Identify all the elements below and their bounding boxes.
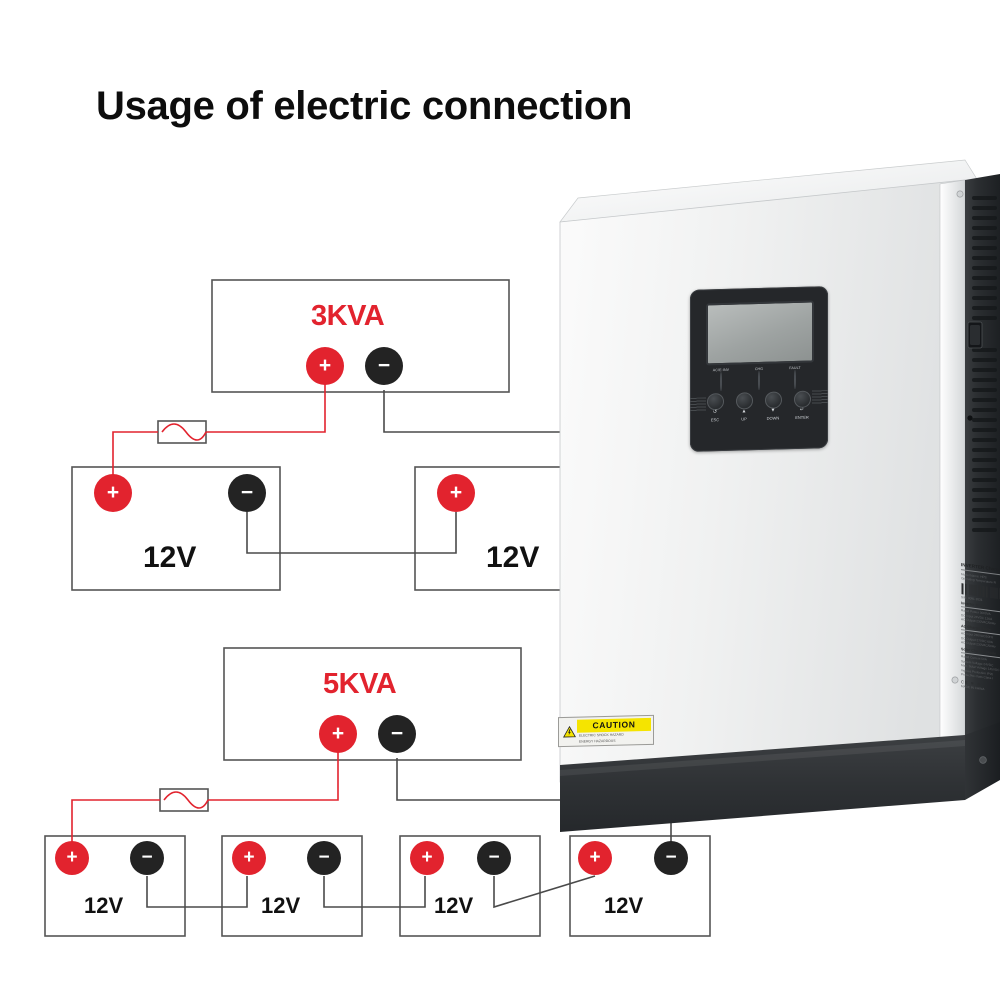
battery-5kva-3-label: 12V [434,893,474,918]
inverter-positive-terminal-3kva[interactable]: + [306,347,344,385]
down-button[interactable]: ▼ DOWN [760,391,786,421]
fuse-wave-3kva [161,423,207,441]
battery-5kva-4-negative-terminal[interactable]: − [654,841,688,875]
side-port [967,415,973,421]
battery-5kva-2-negative-terminal[interactable]: − [307,841,341,875]
inverter-negative-terminal-3kva[interactable]: − [365,347,403,385]
minus-icon: − [390,721,404,745]
arrow-up-icon: ▲ [741,408,747,415]
battery-3kva-1-label: 12V [143,541,197,574]
battery-5kva-3-positive-terminal[interactable]: + [410,841,444,875]
inverter-label-5kva: 5KVA [323,668,397,700]
plus-icon: + [106,480,120,504]
battery-3kva-1-positive-terminal[interactable]: + [94,474,132,512]
screw-bottom [951,676,959,684]
warning-triangle-icon [561,720,577,744]
enter-button-knob[interactable] [793,390,811,409]
wire-5kva-series-link-3 [493,875,596,909]
led-chg: CHG [742,367,776,391]
battery-3kva-2-positive-terminal[interactable]: + [437,474,475,512]
minus-icon: − [665,846,677,868]
plus-icon: + [331,721,345,745]
inverter-base-front [560,735,965,832]
esc-button[interactable]: ↺ ESC [702,392,728,423]
wire-3kva-pos-to-fuse [206,366,326,433]
spec-label: INVERTER Charger Model Name: HPS Operati… [961,562,1000,783]
plus-icon: + [421,846,433,868]
led-chg-dot [758,370,760,390]
battery-5kva-1-positive-terminal[interactable]: + [55,841,89,875]
plus-icon: + [243,846,255,868]
battery-5kva-2-positive-terminal[interactable]: + [232,841,266,875]
led-ac-inv: AC/E-INV [704,368,738,392]
battery-5kva-3-negative-terminal[interactable]: − [477,841,511,875]
power-esc-icon: ↺ [712,409,718,416]
battery-5kva-2-label: 12V [261,893,301,918]
inverter-positive-terminal-5kva[interactable]: + [319,715,357,753]
led-fault: FAULT [778,366,812,390]
caution-line-2: ENERGY HAZARDOUS [579,738,616,744]
minus-icon: − [141,846,153,868]
fuse-body-3kva [157,420,207,444]
battery-5kva-1-negative-terminal[interactable]: − [130,841,164,875]
fuse-wave-5kva [163,791,209,809]
enter-button[interactable]: ↵ ENTER [789,390,815,420]
page-title: Usage of electric connection [96,84,633,128]
up-button[interactable]: ▲ UP [731,392,757,422]
plus-icon: + [449,480,463,504]
battery-3kva-2-label: 12V [486,541,540,574]
inverter-label-3kva: 3KVA [311,300,385,332]
minus-icon: − [240,480,254,504]
inverter-front-face [559,179,966,783]
fuse-body-5kva [159,788,209,812]
wire-3kva-series-link [246,512,457,554]
battery-3kva-1-negative-terminal[interactable]: − [228,474,266,512]
esc-button-knob[interactable] [706,392,724,411]
base-screw [979,756,987,764]
inverter-negative-terminal-5kva[interactable]: − [378,715,416,753]
minus-icon: − [488,846,500,868]
battery-5kva-1-label: 12V [84,893,124,918]
arrow-down-icon: ▼ [770,407,776,414]
led-ac-inv-dot [720,371,722,391]
plus-icon: + [66,846,78,868]
caution-text: CAUTION ELECTRIC SHOCK HAZARD ENERGY HAZ… [577,717,651,744]
battery-5kva-4-positive-terminal[interactable]: + [578,841,612,875]
up-button-knob[interactable] [735,392,753,410]
enter-arrow-icon: ↵ [799,406,805,413]
plus-icon: + [318,353,332,377]
control-panel-contents: AC/E-INV CHG FAULT [690,286,828,452]
inverter-box-5kva [223,647,522,761]
screw-top [956,190,964,198]
control-panel: AC/E-INV CHG FAULT [690,286,828,452]
lcd-display [706,300,814,366]
led-indicator-row: AC/E-INV CHG FAULT [704,366,814,392]
caution-label: CAUTION ELECTRIC SHOCK HAZARD ENERGY HAZ… [558,714,654,748]
minus-icon: − [318,846,330,868]
inverter-box-3kva [211,279,510,393]
inverter-body [559,159,1000,832]
battery-5kva-4-label: 12V [604,893,644,918]
wire-5kva-pos-to-fuse [208,734,339,801]
wire-5kva-series-link-2 [323,876,426,908]
led-fault-dot [794,369,796,389]
down-button-knob[interactable] [764,391,782,409]
ventilation-slots [972,196,997,532]
solar-inverter-charger: AC/E-INV CHG FAULT [540,150,1000,850]
plus-icon: + [589,846,601,868]
minus-icon: − [377,353,391,377]
button-row: ↺ ESC ▲ UP ▼ DOWN ↵ [702,390,816,439]
wire-5kva-series-link-1 [146,876,248,908]
